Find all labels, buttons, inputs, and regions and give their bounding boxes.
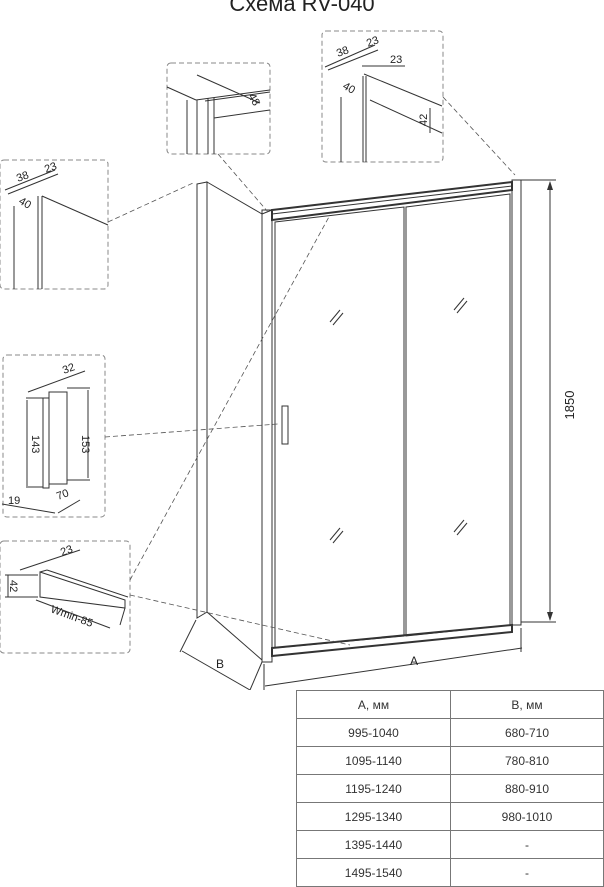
svg-text:143: 143 [29, 435, 41, 453]
detail-handle: 32 143 153 19 70 [1, 354, 279, 518]
table-header-row: A, мм B, мм [296, 690, 604, 719]
svg-text:38: 38 [15, 169, 31, 184]
svg-text:153: 153 [79, 435, 91, 453]
svg-text:23: 23 [43, 160, 59, 175]
table-row: 1495-1540- [296, 858, 604, 887]
detail-left-top: 38 23 40 [0, 159, 194, 290]
detail-bottom-profile: 23 42 Wmin-85 [0, 214, 351, 654]
height-dimension: 1850 [521, 179, 577, 623]
table-row: 1395-1440- [296, 830, 604, 859]
header-b: B, мм [450, 690, 604, 719]
svg-text:48: 48 [245, 92, 262, 109]
svg-text:23: 23 [365, 34, 381, 49]
svg-text:40: 40 [17, 195, 34, 212]
header-a: A, мм [296, 690, 451, 719]
detail-top-right: 38 23 23 40 42 [321, 30, 516, 176]
height-label: 1850 [562, 391, 577, 420]
door-handle [281, 405, 289, 445]
svg-text:70: 70 [55, 487, 71, 502]
a-label: A [410, 654, 418, 668]
svg-text:42: 42 [7, 580, 19, 592]
shower-enclosure-drawing: 1850 A B 48 38 23 23 40 42 [0, 30, 577, 690]
glass-reflection-icon [329, 297, 468, 544]
width-dimensions: A B [179, 619, 523, 690]
svg-text:32: 32 [61, 361, 77, 376]
enclosure [196, 179, 522, 663]
detail-top-corner: 48 [166, 62, 271, 213]
svg-text:19: 19 [8, 495, 20, 507]
svg-text:23: 23 [59, 543, 75, 558]
svg-text:40: 40 [341, 80, 358, 97]
svg-text:23: 23 [390, 54, 402, 66]
diagram-title: Схема RV-040 [229, 0, 375, 16]
svg-text:Wmin-85: Wmin-85 [49, 604, 94, 630]
svg-text:42: 42 [418, 114, 430, 126]
svg-text:38: 38 [335, 44, 351, 59]
b-label: B [216, 657, 224, 671]
